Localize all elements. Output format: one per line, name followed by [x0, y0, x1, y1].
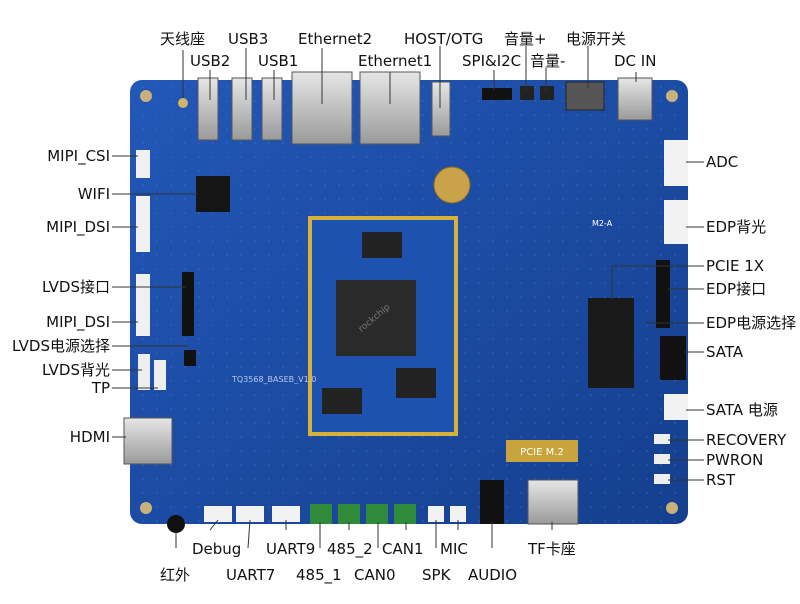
sata-connector — [660, 336, 686, 380]
leader-lines — [112, 46, 704, 549]
mounting-hole — [140, 90, 152, 102]
label-antenna: 天线座 — [160, 30, 206, 48]
label-hdmi: HDMI — [69, 428, 110, 446]
power-switch — [565, 81, 605, 111]
label-tp: TP — [91, 379, 110, 397]
label-usb3: USB3 — [228, 30, 269, 48]
label-volume-up: 音量+ — [504, 30, 547, 48]
rs485-2-terminal — [338, 504, 360, 524]
label-lvds: LVDS接口 — [41, 278, 110, 296]
mipi-dsi-connector-2 — [136, 274, 150, 336]
spi-i2c-header — [482, 88, 512, 100]
label-adc: ADC — [706, 153, 739, 171]
mounting-hole — [140, 502, 152, 514]
board-silkscreen: TQ3568_BASEB_V1.0 — [231, 375, 316, 384]
uart7-connector — [236, 506, 264, 522]
label-audio: AUDIO — [468, 566, 518, 584]
recovery-button — [654, 434, 670, 444]
lvds-backlight-connector — [138, 354, 150, 390]
label-wifi: WIFI — [77, 185, 110, 203]
lvds-power-select-jumper — [184, 350, 196, 366]
label-edp-power-select: EDP电源选择 — [706, 314, 797, 332]
usb1-port — [261, 77, 283, 141]
label-485-1: 485_1 — [296, 566, 342, 584]
edp-backlight-connector — [664, 200, 688, 244]
label-can1: CAN1 — [382, 540, 424, 558]
usb3-port — [231, 77, 253, 141]
label-uart7: UART7 — [226, 566, 276, 584]
host-otg-port — [431, 81, 451, 137]
label-ethernet2: Ethernet2 — [298, 30, 373, 48]
uart9-connector — [272, 506, 300, 522]
memory-chip — [322, 388, 362, 414]
wifi-module — [196, 176, 230, 212]
label-usb1: USB1 — [258, 52, 299, 70]
edp-header — [656, 260, 670, 328]
label-edp-backlight: EDP背光 — [706, 218, 767, 236]
pcie-m2-label: PCIE M.2 — [520, 447, 564, 458]
label-infrared: 红外 — [160, 566, 191, 584]
label-volume-down: 音量- — [530, 52, 566, 70]
debug-connector — [204, 506, 232, 522]
infrared-receiver — [167, 515, 185, 533]
adc-connector — [664, 140, 688, 186]
audio-jack — [480, 480, 504, 524]
label-mipi-dsi-1: MIPI_DSI — [46, 218, 110, 236]
lvds-header — [182, 272, 194, 336]
antenna-connector — [178, 98, 188, 108]
label-edp: EDP接口 — [706, 280, 767, 298]
label-pwron: PWRON — [706, 451, 764, 469]
hdmi-port — [123, 417, 173, 465]
volume-down-button — [540, 86, 554, 100]
rtc-battery — [433, 166, 471, 204]
mic-connector — [450, 506, 466, 522]
mipi-csi-connector — [136, 150, 150, 178]
memory-chip — [362, 232, 402, 258]
tf-card-slot — [527, 479, 579, 525]
label-spk: SPK — [422, 566, 451, 584]
label-485-2: 485_2 — [327, 540, 373, 558]
label-sata-power: SATA 电源 — [706, 401, 778, 419]
usb2-port — [197, 77, 219, 141]
label-usb2: USB2 — [190, 52, 231, 70]
spk-connector — [428, 506, 444, 522]
rst-button — [654, 474, 670, 484]
label-tf-card: TF卡座 — [528, 540, 576, 558]
label-lvds-backlight: LVDS背光 — [41, 361, 110, 379]
label-debug: Debug — [192, 540, 242, 558]
label-uart9: UART9 — [266, 540, 316, 558]
label-recovery: RECOVERY — [706, 431, 787, 449]
pcie-m2-slot — [506, 440, 578, 462]
emmc-chip — [396, 368, 436, 398]
label-power-switch: 电源开关 — [566, 30, 627, 48]
label-dc-in: DC IN — [614, 52, 657, 70]
label-rst: RST — [706, 471, 736, 489]
rs485-1-terminal — [310, 504, 332, 524]
label-mic: MIC — [440, 540, 468, 558]
label-pcie-1x: PCIE 1X — [706, 257, 765, 275]
mounting-hole — [666, 90, 678, 102]
label-mipi-csi: MIPI_CSI — [47, 147, 110, 165]
mounting-hole — [666, 502, 678, 514]
label-sata: SATA — [706, 343, 744, 361]
label-spi-i2c: SPI&I2C — [462, 52, 522, 70]
can1-terminal — [394, 504, 416, 524]
sata-power-connector — [664, 394, 688, 420]
mipi-dsi-connector-1 — [136, 196, 150, 252]
label-ethernet1: Ethernet1 — [358, 52, 433, 70]
tp-connector — [154, 360, 166, 390]
dc-in-jack — [617, 77, 653, 121]
pwron-button — [654, 454, 670, 464]
label-mipi-dsi-2: MIPI_DSI — [46, 313, 110, 331]
volume-up-button — [520, 86, 534, 100]
can0-terminal — [366, 504, 388, 524]
label-can0: CAN0 — [354, 566, 396, 584]
label-host-otg: HOST/OTG — [404, 30, 484, 48]
soc-chip — [336, 280, 416, 356]
m2-marking: M2-A — [592, 219, 613, 228]
pcie-1x-slot — [588, 298, 634, 388]
label-lvds-power-select: LVDS电源选择 — [11, 337, 110, 355]
